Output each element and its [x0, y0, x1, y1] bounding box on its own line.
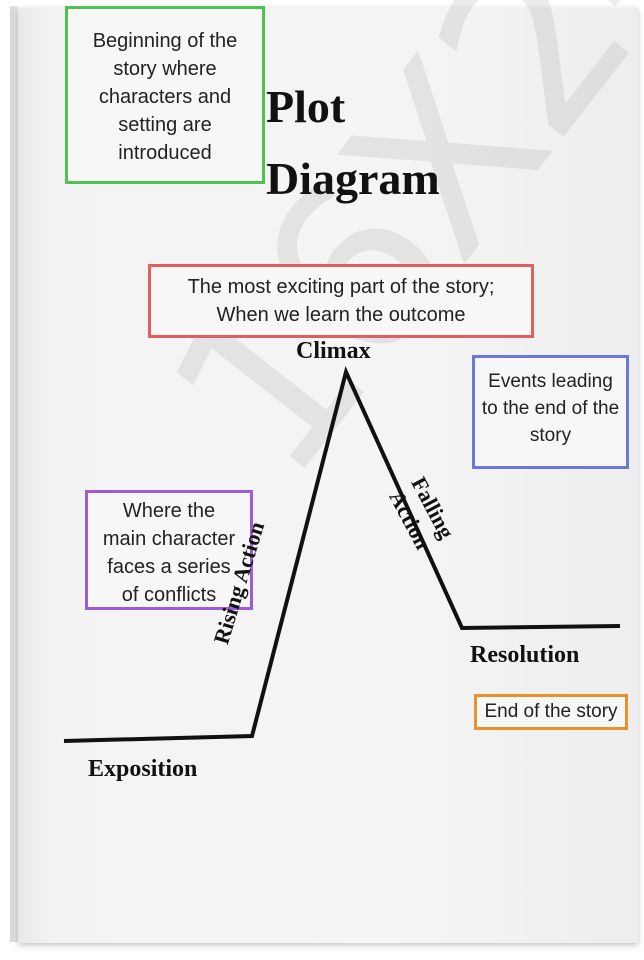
plot-arc: [63, 366, 621, 743]
text-line: main character: [102, 528, 236, 550]
text-line: story: [529, 425, 572, 446]
text-line: The most exciting part of the story;: [187, 276, 495, 298]
text-line: faces a series: [107, 556, 231, 578]
climax-label: Climax: [296, 338, 371, 364]
text-line: story where: [113, 58, 217, 80]
text-line: characters and: [98, 86, 232, 108]
text-line: to the end of the: [481, 398, 620, 419]
text-line: setting are: [118, 114, 212, 136]
falling-action-description-box: Events leading to the end of the story: [472, 355, 629, 469]
title-line-1: Plot: [266, 81, 346, 132]
exposition-description-box: Beginning of the story where characters …: [65, 6, 265, 184]
climax-description-box: The most exciting part of the story; Whe…: [148, 264, 534, 338]
resolution-description-box: End of the story: [474, 694, 628, 730]
text-line: of conflicts: [121, 584, 217, 606]
text-line: Events leading: [488, 371, 613, 392]
resolution-label: Resolution: [470, 642, 580, 668]
title-line-2: Diagram: [266, 153, 440, 204]
text-line: Where the: [122, 500, 216, 522]
text-line: introduced: [118, 142, 212, 164]
text-line: Beginning of the: [92, 30, 238, 52]
rising-action-description-box: Where the main character faces a series …: [85, 490, 253, 610]
text-line: When we learn the outcome: [216, 304, 466, 326]
exposition-label: Exposition: [88, 756, 198, 782]
